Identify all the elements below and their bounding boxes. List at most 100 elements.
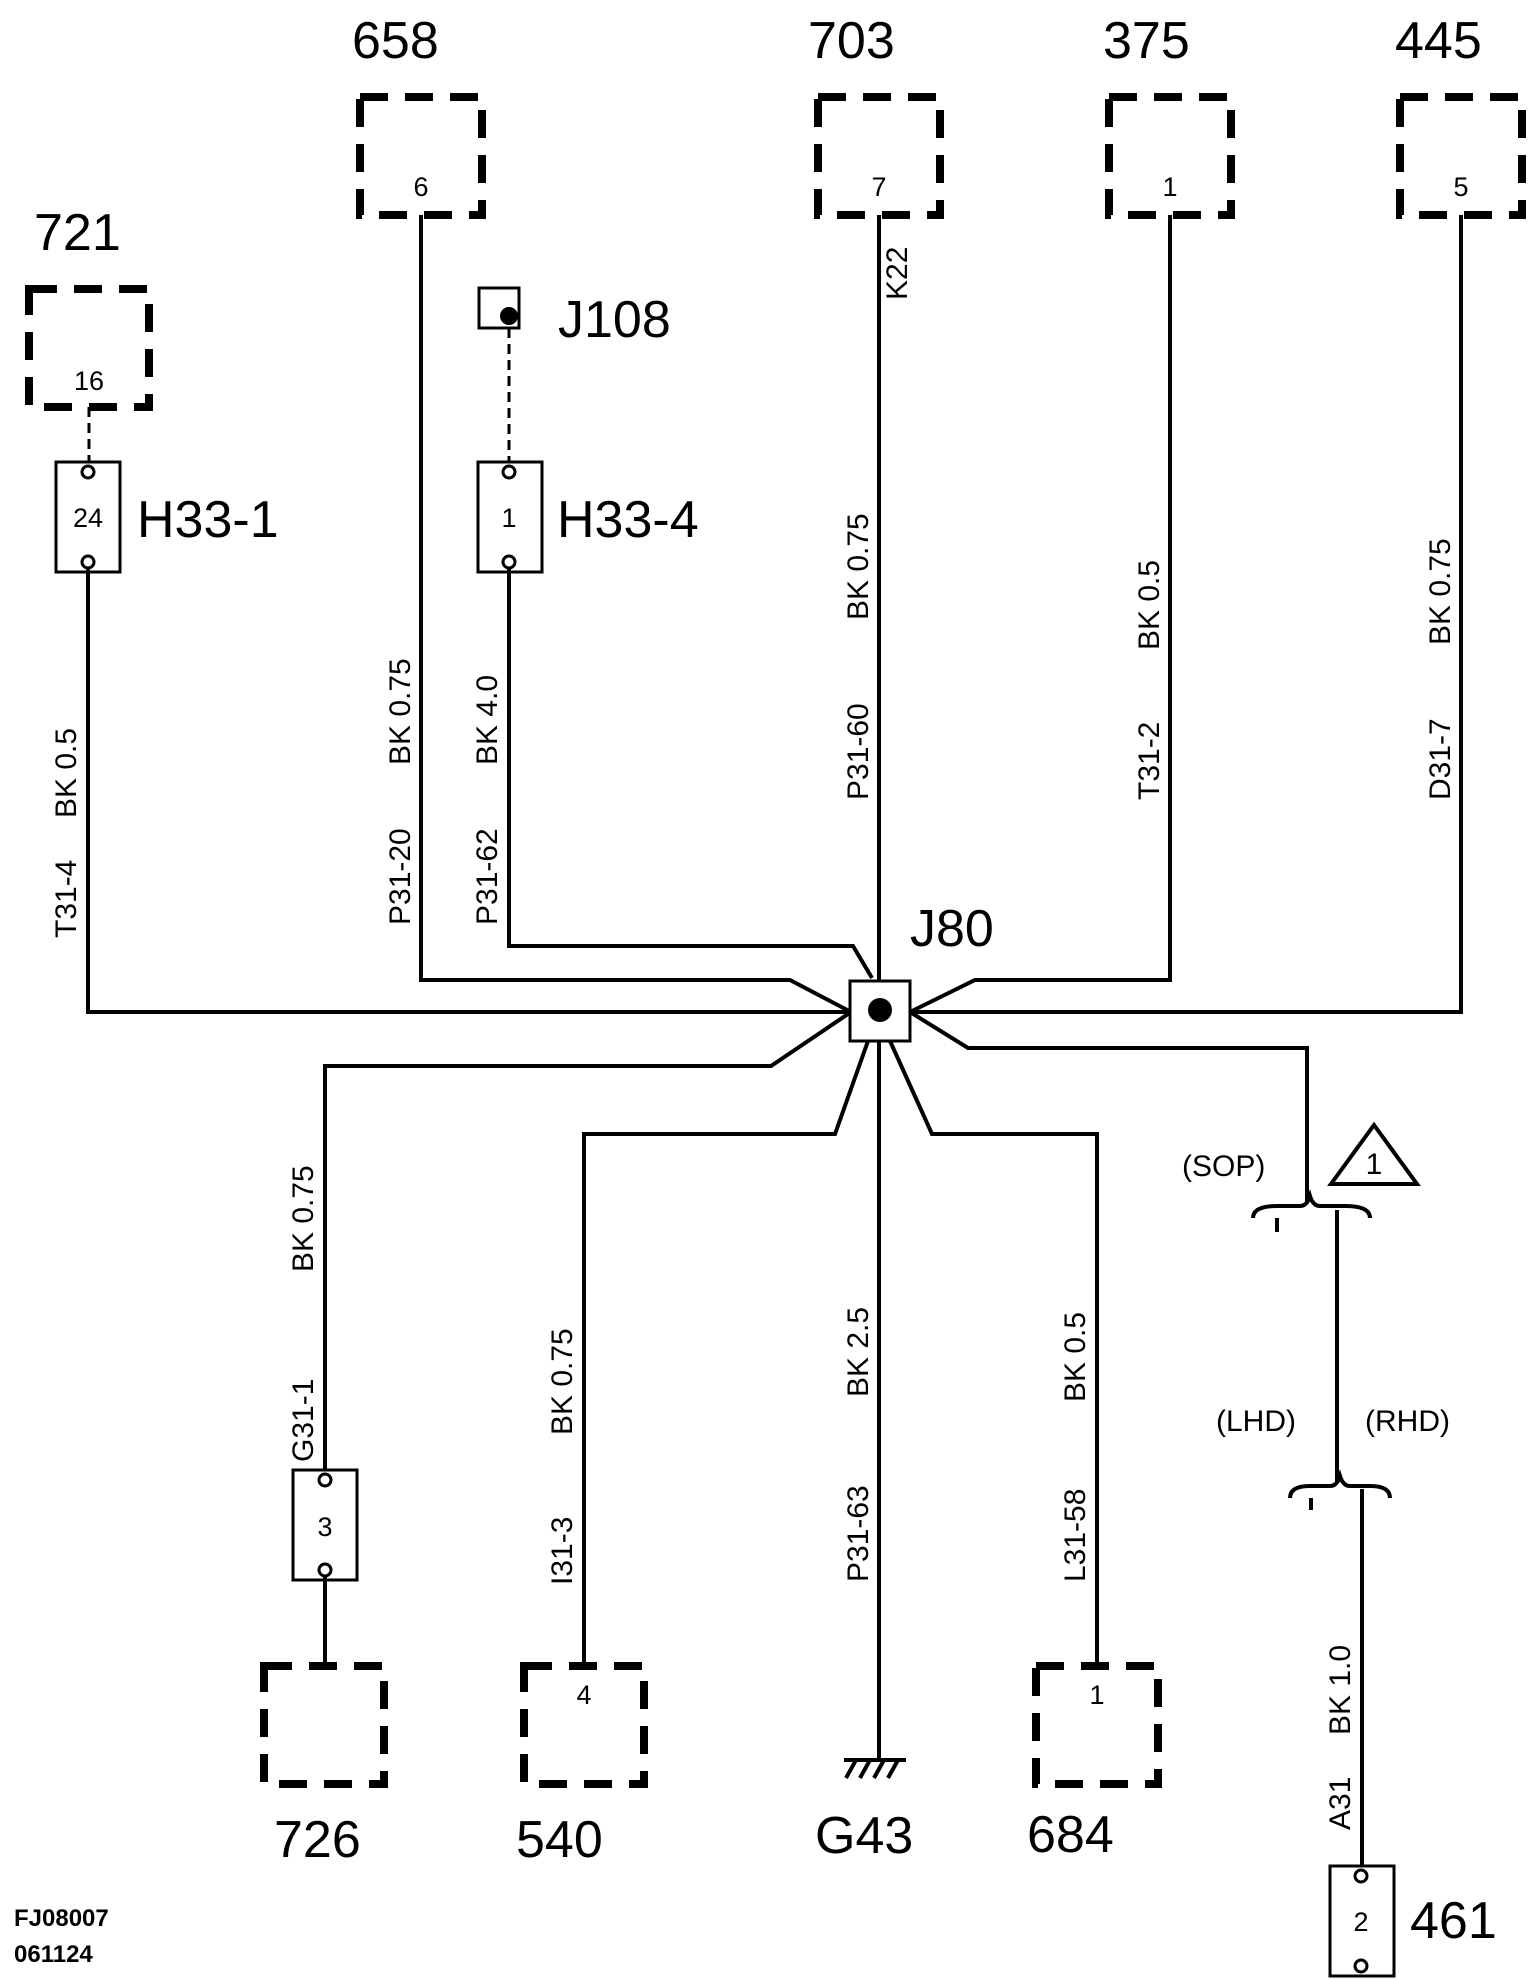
- component-540-pin: 4: [576, 1680, 591, 1710]
- wire-spec-p31-60: BK 0.75: [842, 513, 875, 620]
- component-461-label: 461: [1410, 1892, 1497, 1950]
- component-703-pin: 7: [871, 172, 886, 202]
- component-540-label: 540: [516, 1811, 603, 1869]
- component-375-pin: 1: [1162, 172, 1177, 202]
- j108-label: J108: [558, 291, 671, 349]
- component-721-pin: 16: [74, 366, 104, 396]
- wire-spec-l31-58: BK 0.5: [1059, 1312, 1092, 1402]
- component-445-pin: 5: [1453, 172, 1468, 202]
- wire-i31-3: [582, 1040, 870, 1668]
- wire-label-p31-63: P31-63 BK 2.5: [842, 1307, 875, 1582]
- figure-date: 061124: [14, 1941, 93, 1968]
- lhd-rhd-option-break: [1288, 1469, 1392, 1499]
- wire-label-g31-1: G31-1 BK 0.75: [287, 1165, 320, 1462]
- h33-4-label: H33-4: [557, 491, 699, 549]
- h33-1-pin-top: [80, 464, 96, 480]
- wire-label-a31: A31 BK 1.0: [1324, 1645, 1357, 1830]
- wire-t31-4: [86, 568, 850, 1014]
- component-726-label: 726: [274, 1811, 361, 1869]
- component-375-box: [1105, 93, 1235, 219]
- wire-spec-t31-2: BK 0.5: [1133, 560, 1166, 650]
- wire-t31-2: [909, 215, 1172, 1014]
- h33-1-label: H33-1: [137, 491, 279, 549]
- h33-4-pin-bottom: [501, 554, 517, 570]
- h33-4-pin-top: [501, 464, 517, 480]
- wire-id-t31-4: T31-4: [50, 860, 83, 938]
- wire-id-i31-3: I31-3: [546, 1517, 579, 1585]
- figure-code: FJ08007: [14, 1905, 109, 1932]
- g31-pin-top: [317, 1472, 333, 1488]
- component-461-connector: [1328, 1864, 1396, 1978]
- wire-label-t31-2: T31-2 BK 0.5: [1133, 560, 1166, 800]
- wire-spec-i31-3: BK 0.75: [546, 1328, 579, 1435]
- wire-id-p31-20: P31-20: [384, 828, 417, 925]
- wire-label-i31-3: I31-3 BK 0.75: [546, 1328, 579, 1585]
- component-658-label: 658: [352, 12, 439, 70]
- component-445-box: [1396, 93, 1526, 219]
- wire-label-l31-58: L31-58 BK 0.5: [1059, 1312, 1092, 1582]
- j80-dot: [868, 998, 892, 1022]
- wire-l31-58: [888, 1040, 1099, 1666]
- j80-label: J80: [910, 900, 994, 958]
- wire-id-d31-7: D31-7: [1424, 718, 1457, 800]
- component-703-label: 703: [808, 12, 895, 70]
- component-375-label: 375: [1103, 12, 1190, 70]
- component-445-label: 445: [1395, 12, 1482, 70]
- h33-4-connector: [476, 460, 544, 574]
- component-721-label: 721: [34, 204, 121, 262]
- wire-id-a31: A31: [1324, 1777, 1357, 1830]
- g31-pin-number: 3: [317, 1512, 332, 1542]
- wire-label-t31-4: T31-4 BK 0.5: [50, 728, 83, 938]
- component-684-box: [1032, 1662, 1162, 1788]
- g31-inline-connector: [291, 1468, 359, 1582]
- component-703-box: [814, 93, 944, 219]
- component-684-label: 684: [1027, 1806, 1114, 1864]
- sop-option-break: [1251, 1189, 1372, 1219]
- ground-label: G43: [815, 1807, 913, 1865]
- j108-dot: [500, 307, 518, 325]
- wire-label-p31-62: P31-62 BK 4.0: [471, 675, 504, 925]
- lhd-option-label: (LHD): [1216, 1405, 1296, 1438]
- wire-g31-1: [323, 1010, 853, 1478]
- component-658-box: [356, 93, 486, 219]
- wire-id-g31-1: G31-1: [287, 1379, 320, 1462]
- wire-label-d31-7: D31-7 BK 0.75: [1424, 538, 1457, 800]
- wire-spec-g31-1: BK 0.75: [287, 1165, 320, 1272]
- component-726-box: [260, 1662, 388, 1788]
- h33-4-pin-number: 1: [501, 503, 516, 533]
- wire-spec-t31-4: BK 0.5: [50, 728, 83, 818]
- component-461-pin-top: [1353, 1868, 1369, 1884]
- wire-label-p31-20: P31-20 BK 0.75: [384, 658, 417, 925]
- wire-label-k22: K22: [881, 247, 914, 300]
- wire-id-l31-58: L31-58: [1059, 1489, 1092, 1582]
- wire-id-k22: K22: [881, 247, 914, 300]
- g31-pin-bottom: [317, 1562, 333, 1578]
- component-461-pin-number: 2: [1353, 1907, 1368, 1937]
- wire-id-p31-60: P31-60: [842, 703, 875, 800]
- wire-sop-branch: [908, 1010, 1309, 1202]
- note-triangle-icon: [1327, 1121, 1421, 1186]
- component-658-pin: 6: [413, 172, 428, 202]
- wire-id-p31-63: P31-63: [842, 1485, 875, 1582]
- note-number: 1: [1366, 1148, 1383, 1181]
- wire-p31-62: [507, 568, 874, 980]
- rhd-option-label: (RHD): [1365, 1405, 1450, 1438]
- h33-1-pin-bottom: [80, 554, 96, 570]
- component-461-pin-bottom: [1353, 1958, 1369, 1974]
- wire-d31-7: [910, 215, 1463, 1014]
- wire-spec-p31-20: BK 0.75: [384, 658, 417, 765]
- wire-spec-p31-63: BK 2.5: [842, 1307, 875, 1397]
- wire-p31-20: [419, 215, 852, 1014]
- sop-option-label: (SOP): [1182, 1150, 1265, 1183]
- wire-id-p31-62: P31-62: [471, 828, 504, 925]
- wire-spec-p31-62: BK 4.0: [471, 675, 504, 765]
- h33-1-pin-number: 24: [73, 503, 103, 533]
- component-540-box: [520, 1662, 648, 1788]
- wire-spec-a31: BK 1.0: [1324, 1645, 1357, 1735]
- wire-label-p31-60: P31-60 BK 0.75: [842, 513, 875, 800]
- wire-spec-d31-7: BK 0.75: [1424, 538, 1457, 645]
- ground-icon: [844, 1758, 906, 1779]
- component-684-pin: 1: [1089, 1680, 1104, 1710]
- wire-id-t31-2: T31-2: [1133, 722, 1166, 800]
